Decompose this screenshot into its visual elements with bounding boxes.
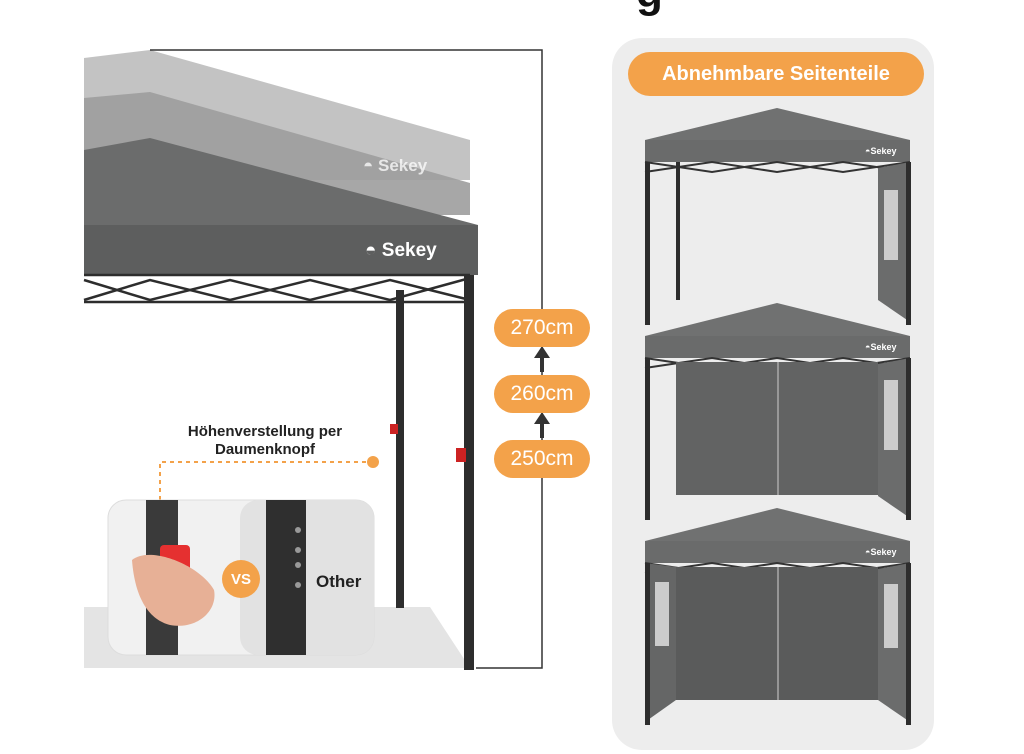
- brand-logo: ◓Sekey: [865, 547, 897, 557]
- sun-logo-icon: ◓: [365, 240, 377, 261]
- height-badge-270: 270cm: [494, 309, 590, 347]
- panel-title-badge: Abnehmbare Seitenteile: [628, 52, 924, 96]
- brand-logo: ◓Sekey: [865, 146, 897, 156]
- sun-logo-icon: ◓: [865, 342, 871, 352]
- height-badge-260: 260cm: [494, 375, 590, 413]
- brand-logo: ◓ Sekey: [365, 240, 437, 261]
- sun-logo-icon: ◓: [363, 156, 374, 175]
- vs-badge: VS: [222, 560, 260, 598]
- main-canopy: [83, 49, 543, 670]
- tent-variant-2: [644, 303, 911, 520]
- height-badge-250: 250cm: [494, 440, 590, 478]
- comparison-inset: [107, 499, 375, 656]
- page-title-fragment: g: [636, 0, 663, 18]
- sun-logo-icon: ◓: [865, 547, 871, 557]
- tent-variant-1: [644, 108, 911, 325]
- sun-logo-icon: ◓: [865, 146, 871, 156]
- brand-logo: ◓ Sekey: [363, 156, 428, 175]
- arrow-up-icon: [534, 346, 550, 438]
- height-adjust-callout: Höhenverstellung per Daumenknopf: [150, 423, 380, 459]
- brand-logo: ◓Sekey: [865, 342, 897, 352]
- other-label: Other: [316, 572, 362, 591]
- dotted-leader-line: [159, 456, 379, 500]
- callout-line-1: Höhenverstellung per: [187, 423, 343, 440]
- callout-line-2: Daumenknopf: [214, 441, 315, 458]
- tent-variant-3: [644, 508, 911, 725]
